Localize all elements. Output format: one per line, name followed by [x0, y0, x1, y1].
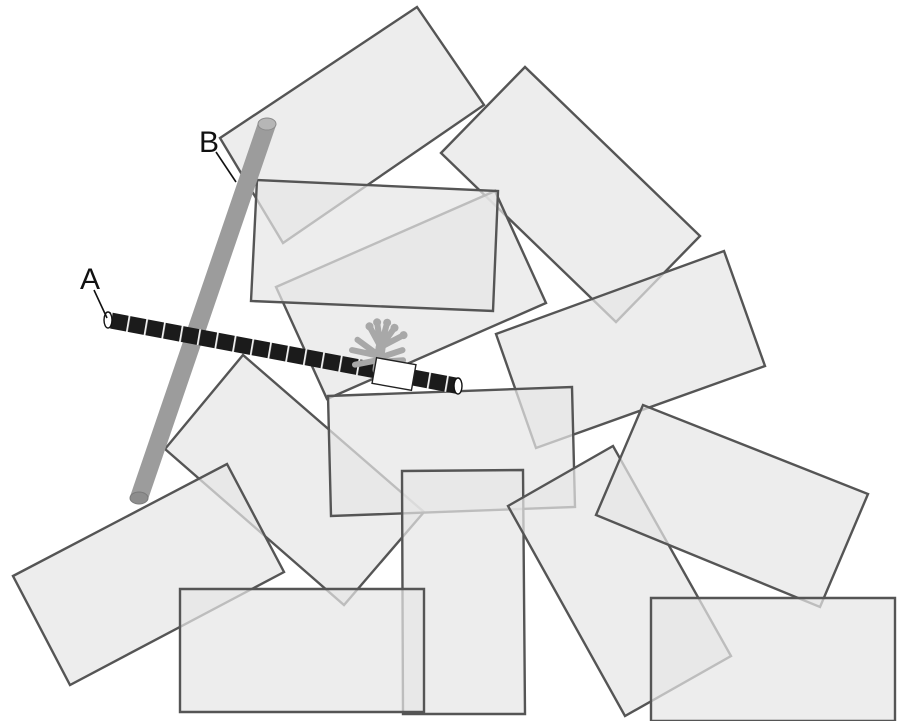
panel-12: [178, 587, 426, 714]
cluster-bud-3: [383, 318, 392, 327]
label-b: B: [199, 126, 219, 159]
rod-a-right-end: [453, 377, 463, 395]
panel-2: [439, 65, 702, 324]
sleeve: [371, 356, 417, 392]
cluster-icon: [348, 318, 408, 375]
sleeve-body: [371, 356, 417, 392]
panel-13: [649, 596, 897, 721]
rod-b-top-end: [257, 117, 277, 131]
rod-b-bottom-end: [129, 491, 149, 505]
leader-b: [215, 151, 237, 183]
leader-a: [93, 289, 108, 319]
panels-group: [11, 5, 897, 721]
cluster-bud-5: [399, 331, 408, 340]
panel-8: [11, 462, 286, 687]
label-a: A: [80, 263, 100, 296]
rod-b: [129, 117, 277, 505]
cluster-bud-1: [365, 322, 374, 331]
cluster-bud-2: [373, 318, 382, 327]
rod-b-shaft: [130, 121, 276, 501]
panel-4: [249, 178, 500, 313]
labels-group: B A: [80, 126, 237, 319]
cluster-bud-4: [390, 323, 399, 332]
panel-11: [594, 403, 870, 609]
cluster-branches: [348, 319, 407, 368]
